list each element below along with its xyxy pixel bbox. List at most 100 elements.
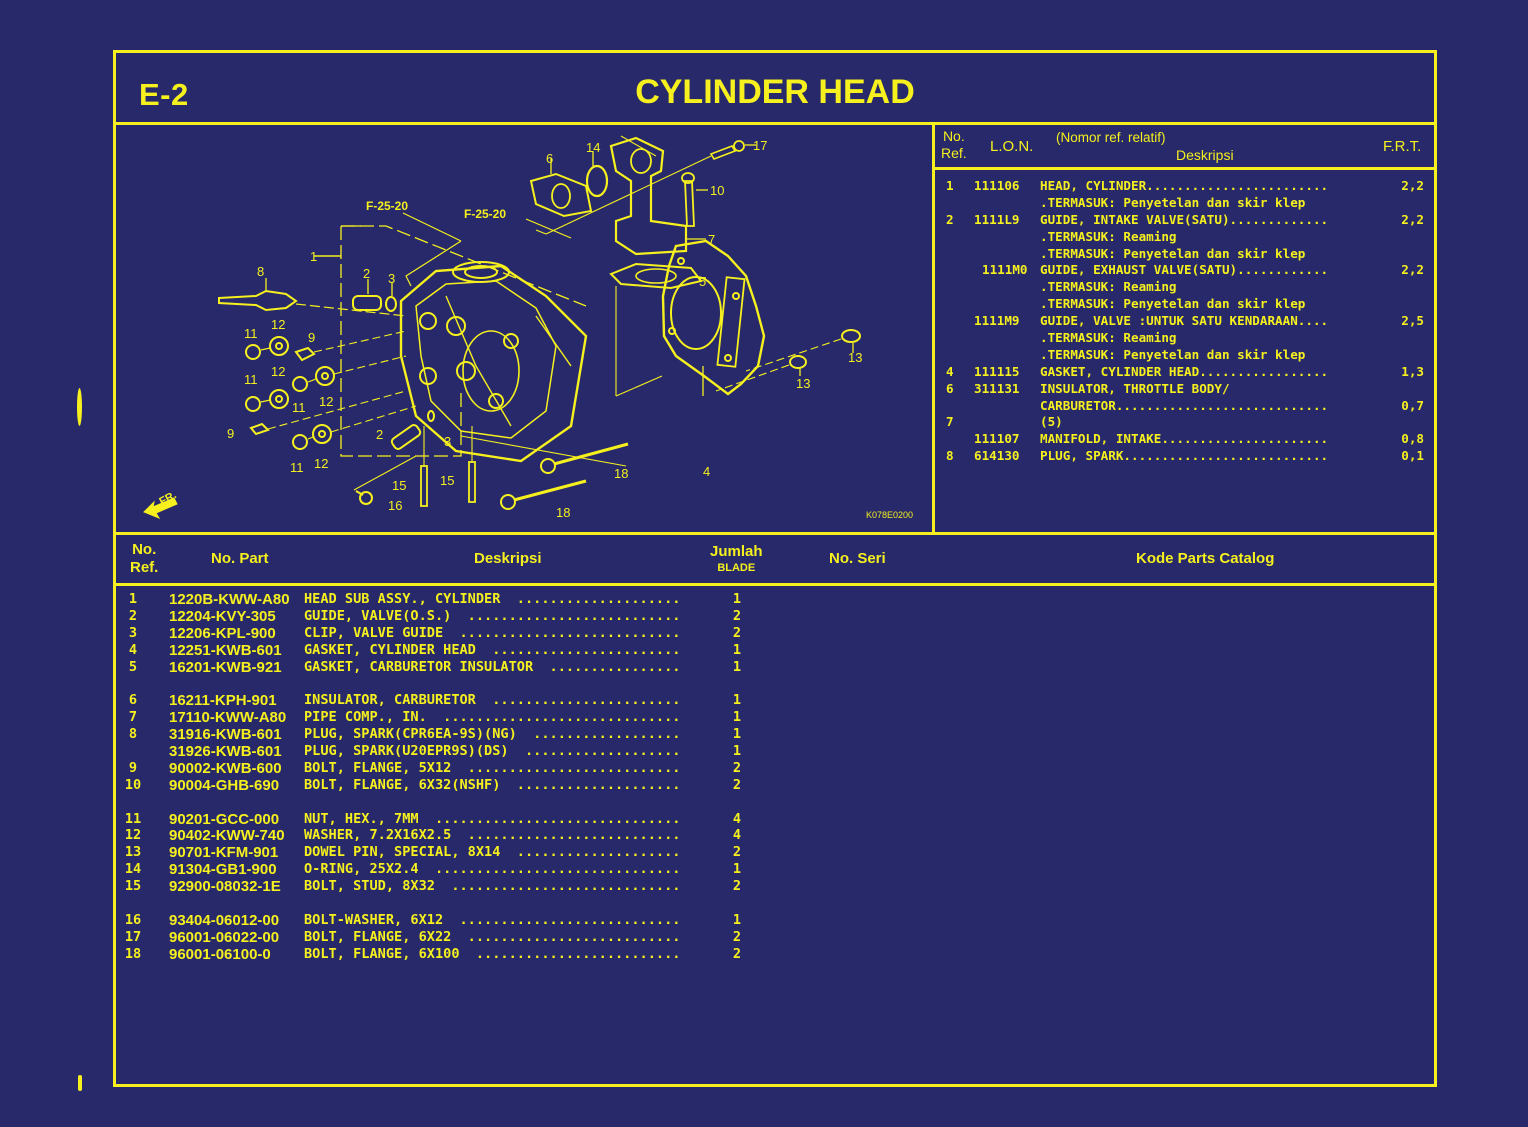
parts-ref: 4 (128, 641, 138, 658)
parts-ref: 16 (124, 911, 142, 928)
parts-desc: INSULATOR, CARBURETOR ..................… (304, 692, 681, 709)
svg-text:F-25-20: F-25-20 (464, 207, 506, 221)
parts-qty: 2 (732, 928, 742, 945)
labor-desc: .TERMASUK: Penyetelan dan skir klep (1040, 245, 1306, 261)
edge-mark-left (77, 388, 82, 426)
labor-desc: INSULATOR, THROTTLE BODY/ (1040, 380, 1230, 396)
parts-ref: 18 (124, 945, 142, 962)
parts-qty: 1 (732, 709, 742, 726)
parts-desc: PLUG, SPARK(CPR6EA-9S)(NG) .............… (304, 726, 681, 743)
parts-desc: O-RING, 25X2.4 .........................… (304, 861, 681, 878)
svg-text:13: 13 (796, 376, 810, 391)
parts-ref: 10 (124, 776, 142, 793)
svg-text:12: 12 (319, 394, 333, 409)
labor-desc: (5) (1040, 414, 1063, 430)
labor-ref: 8 (946, 448, 954, 464)
svg-text:12: 12 (314, 456, 328, 471)
parts-ref: 9 (128, 759, 138, 776)
labor-lon: 111115 (974, 363, 1020, 379)
svg-text:6: 6 (546, 151, 553, 166)
parts-part-number: 17110-KWW-A80 (169, 709, 287, 727)
parts-part-number: 12206-KPL-900 (169, 624, 276, 642)
parts-part-number: 16211-KPH-901 (169, 692, 277, 710)
parts-ref: 7 (128, 709, 138, 726)
labor-header-lon: L.O.N. (990, 138, 1034, 155)
svg-text:13: 13 (848, 350, 862, 365)
svg-text:2: 2 (376, 427, 383, 442)
parts-group-gap (116, 675, 776, 692)
parts-ref: 8 (128, 726, 138, 743)
parts-group-gap (116, 895, 776, 912)
parts-part-number: 96001-06100-0 (169, 945, 271, 963)
labor-lon: 111106 (974, 178, 1020, 193)
parts-ref: 5 (128, 658, 138, 675)
parts-qty: 1 (732, 726, 742, 743)
labor-header-ref: No. Ref. (941, 128, 967, 161)
parts-ref: 6 (128, 692, 138, 709)
labor-row: .TERMASUK: Penyetelan dan skir klep (936, 194, 1432, 211)
parts-part-number: 90002-KWB-600 (169, 759, 282, 777)
edge-mark-bottom-left (78, 1075, 82, 1091)
svg-text:7: 7 (708, 232, 715, 247)
parts-catalog-page: E-2 CYLINDER HEAD (113, 50, 1437, 1087)
labor-header-frt: F.R.T. (1383, 138, 1422, 155)
labor-row: .TERMASUK: Penyetelan dan skir klep (936, 346, 1432, 363)
parts-group-gap (116, 794, 776, 811)
labor-desc: .TERMASUK: Reaming (1040, 228, 1177, 244)
parts-part-number: 93404-06012-00 (169, 911, 280, 929)
labor-ref: 7 (946, 414, 954, 430)
parts-qty: 1 (732, 591, 742, 607)
svg-text:15: 15 (392, 478, 406, 493)
parts-desc: BOLT, FLANGE, 5X12 .....................… (304, 759, 681, 776)
labor-frt: 1,3 (1401, 363, 1424, 379)
labor-desc: .TERMASUK: Penyetelan dan skir klep (1040, 194, 1306, 210)
parts-qty: 4 (732, 810, 742, 827)
parts-qty: 2 (732, 624, 742, 641)
svg-text:F-25-20: F-25-20 (366, 199, 408, 213)
svg-text:11: 11 (244, 372, 258, 387)
parts-header-catalog: Kode Parts Catalog (1136, 550, 1275, 567)
divider-diagram (932, 125, 935, 535)
parts-row: 6 16211-KPH-901 INSULATOR, CARBURETOR ....… (116, 692, 776, 709)
parts-ref: 1 (128, 591, 138, 607)
labor-lon: 1111L9 (974, 211, 1020, 227)
svg-text:15: 15 (440, 473, 454, 488)
parts-part-number: 90004-GHB-690 (169, 776, 280, 794)
parts-header-ref: No. Ref. (130, 541, 159, 576)
parts-part-number: 92900-08032-1E (169, 878, 281, 896)
parts-desc: BOLT, FLANGE, 6X100 ....................… (304, 945, 681, 962)
labor-row: .TERMASUK: Penyetelan dan skir klep (936, 245, 1432, 262)
labor-desc: .TERMASUK: Penyetelan dan skir klep (1040, 346, 1306, 362)
labor-ref: 6 (946, 380, 954, 396)
parts-desc: DOWEL PIN, SPECIAL, 8X14 ...............… (304, 844, 681, 861)
parts-row: 18 96001-06100-0 BOLT, FLANGE, 6X100 .....… (116, 946, 776, 963)
svg-text:8: 8 (257, 264, 264, 279)
parts-part-number: 12251-KWB-601 (169, 641, 282, 659)
parts-ref: 11 (124, 810, 142, 827)
labor-row: CARBURETOR............................0,… (936, 397, 1432, 414)
parts-desc: BOLT, STUD, 8X32 .......................… (304, 878, 681, 895)
parts-ref: 2 (128, 607, 138, 624)
svg-text:11: 11 (290, 460, 304, 475)
parts-qty: 2 (732, 776, 742, 793)
parts-qty: 2 (732, 844, 742, 861)
labor-desc: HEAD, CYLINDER........................ (1040, 178, 1329, 193)
svg-text:5: 5 (699, 274, 706, 289)
